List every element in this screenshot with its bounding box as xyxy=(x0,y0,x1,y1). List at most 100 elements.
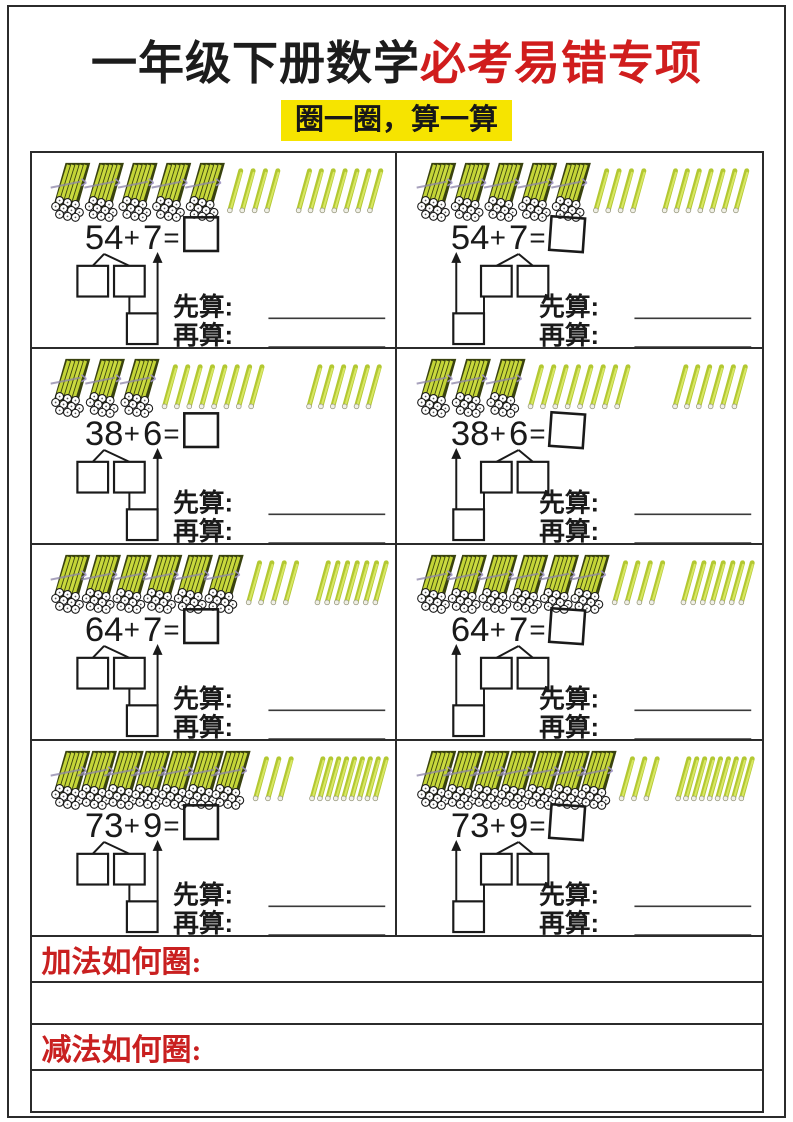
decomposition-box-1[interactable] xyxy=(75,656,109,690)
addend-first: 54 xyxy=(450,219,489,257)
decomposition-box-2[interactable] xyxy=(112,460,146,494)
arrow-up-icon xyxy=(450,643,461,655)
intermediate-sum-box[interactable] xyxy=(451,704,485,737)
stick-illustration xyxy=(48,553,386,615)
addition-rule-label: 加法如何圈: xyxy=(41,945,202,979)
decomposition-box-1[interactable] xyxy=(75,460,109,494)
decomposition-box-1[interactable] xyxy=(479,460,513,494)
plus-sign: + xyxy=(123,614,139,645)
arrow-up-icon xyxy=(152,251,163,263)
addend-second: 7 xyxy=(508,219,527,257)
arrow-up-icon xyxy=(152,839,163,851)
first-calc-label: 先算: xyxy=(539,291,599,321)
then-calc-label: 再算: xyxy=(173,320,233,347)
decomposition-box-1[interactable] xyxy=(479,656,513,690)
first-calc-label: 先算: xyxy=(539,683,599,713)
stick-illustration xyxy=(414,161,747,223)
addend-first: 64 xyxy=(450,611,489,649)
equals-sign: = xyxy=(529,418,545,449)
intermediate-sum-box[interactable] xyxy=(125,312,159,345)
problem-cell: 73 + 9 = 先算: 再算: xyxy=(396,741,762,937)
subtitle-row: 圈一圈，算一算 xyxy=(9,100,784,141)
answer-box[interactable] xyxy=(182,803,219,841)
equals-sign: = xyxy=(529,614,545,645)
decomposition-box-1[interactable] xyxy=(479,852,513,886)
decomposition-box-2[interactable] xyxy=(516,656,549,690)
intermediate-sum-box[interactable] xyxy=(451,900,485,933)
plus-sign: + xyxy=(123,810,139,841)
subtraction-rule-answer-area[interactable] xyxy=(32,1071,762,1111)
stick-illustration xyxy=(48,749,386,811)
decomposition-v-lines xyxy=(495,252,534,267)
then-calc-label: 再算: xyxy=(173,908,233,935)
addition-rule-answer-area[interactable] xyxy=(31,983,762,1025)
decomposition-box-1[interactable] xyxy=(75,264,109,298)
equals-sign: = xyxy=(163,418,179,449)
first-calc-label: 先算: xyxy=(173,879,233,909)
decomposition-v-lines xyxy=(495,448,534,463)
decomposition-box-2[interactable] xyxy=(112,852,146,886)
answer-box[interactable] xyxy=(547,214,586,254)
worksheet-table: 54 + 7 = 先算: 再算: 54 + 7 = xyxy=(29,150,764,1113)
addend-second: 6 xyxy=(508,415,527,453)
answer-box[interactable] xyxy=(182,215,219,253)
first-calc-label: 先算: xyxy=(539,487,599,517)
plus-sign: + xyxy=(123,418,139,449)
arrow-up-icon xyxy=(152,643,163,655)
decomposition-box-2[interactable] xyxy=(516,460,549,494)
stick-illustration xyxy=(48,357,379,419)
problem-cell: 73 + 9 = 先算: 再算: xyxy=(31,740,397,937)
addend-first: 73 xyxy=(84,807,123,845)
decomposition-box-2[interactable] xyxy=(516,264,549,298)
intermediate-sum-box[interactable] xyxy=(125,704,159,737)
decomposition-box-2[interactable] xyxy=(516,852,549,886)
addend-first: 64 xyxy=(84,611,123,649)
addend-second: 7 xyxy=(142,219,161,257)
decomposition-v-lines xyxy=(91,840,130,855)
answer-box[interactable] xyxy=(547,802,586,842)
answer-box[interactable] xyxy=(182,411,219,449)
equals-sign: = xyxy=(529,810,545,841)
equals-sign: = xyxy=(529,222,545,253)
arrow-up-icon xyxy=(450,251,461,263)
intermediate-sum-box[interactable] xyxy=(125,508,159,541)
page-border: 一年级下册数学必考易错专项 圈一圈，算一算 54 + 7 = 先算: 再算: xyxy=(7,5,786,1118)
addend-second: 7 xyxy=(508,611,527,649)
decomposition-v-lines xyxy=(495,644,534,659)
title-black-part: 一年级下册数学 xyxy=(91,37,420,89)
answer-box[interactable] xyxy=(182,607,219,645)
intermediate-sum-box[interactable] xyxy=(125,900,159,933)
problem-cell: 38 + 6 = 先算: 再算: xyxy=(396,349,762,545)
intermediate-sum-box[interactable] xyxy=(451,312,485,345)
answer-box[interactable] xyxy=(547,410,586,450)
decomposition-v-lines xyxy=(91,448,130,463)
addend-first: 38 xyxy=(84,415,123,453)
stick-illustration xyxy=(48,161,381,223)
then-calc-label: 再算: xyxy=(539,712,599,739)
decomposition-v-lines xyxy=(495,840,534,855)
problem-cell: 38 + 6 = 先算: 再算: xyxy=(31,348,397,545)
subtraction-rule-label: 减法如何圈: xyxy=(41,1033,202,1067)
decomposition-box-1[interactable] xyxy=(75,852,109,886)
addend-second: 9 xyxy=(508,807,527,845)
decomposition-v-lines xyxy=(91,644,130,659)
arrow-up-icon xyxy=(450,839,461,851)
first-calc-label: 先算: xyxy=(539,879,599,909)
plus-sign: + xyxy=(123,222,139,253)
then-calc-label: 再算: xyxy=(173,516,233,543)
answer-box[interactable] xyxy=(547,606,586,646)
first-calc-label: 先算: xyxy=(173,487,233,517)
plus-sign: + xyxy=(489,810,505,841)
equals-sign: = xyxy=(163,222,179,253)
then-calc-label: 再算: xyxy=(539,516,599,543)
intermediate-sum-box[interactable] xyxy=(451,508,485,541)
then-calc-label: 再算: xyxy=(539,320,599,347)
decomposition-box-2[interactable] xyxy=(112,264,146,298)
addend-second: 6 xyxy=(142,415,161,453)
addend-second: 7 xyxy=(142,611,161,649)
subtraction-rule-band: 减法如何圈: xyxy=(31,1025,762,1071)
then-calc-label: 再算: xyxy=(539,908,599,935)
decomposition-box-2[interactable] xyxy=(112,656,146,690)
decomposition-box-1[interactable] xyxy=(479,264,513,298)
plus-sign: + xyxy=(489,222,505,253)
